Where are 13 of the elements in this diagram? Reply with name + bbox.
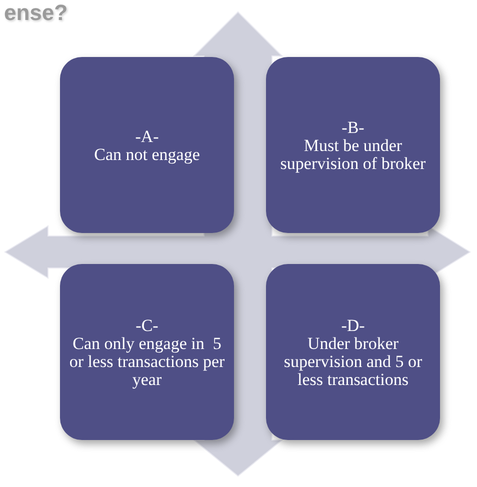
box-heading: -D- xyxy=(341,316,365,334)
title: ense? xyxy=(4,0,68,26)
box-text: Must be under supervision of broker xyxy=(279,136,427,172)
quadrant-box xyxy=(60,264,234,440)
box-heading: -C- xyxy=(136,316,158,334)
box-heading: -A- xyxy=(135,126,159,146)
quadrant-box xyxy=(266,57,440,233)
box-heading: -B- xyxy=(342,118,364,136)
quadrant-box xyxy=(266,264,440,440)
box-text: Under broker supervision and 5 or less transactions xyxy=(282,334,424,388)
box-text: Can only engage in 5 or less transactions per year xyxy=(68,334,226,388)
quadrant-box xyxy=(60,57,234,233)
box-text: Can not engage xyxy=(94,146,200,164)
